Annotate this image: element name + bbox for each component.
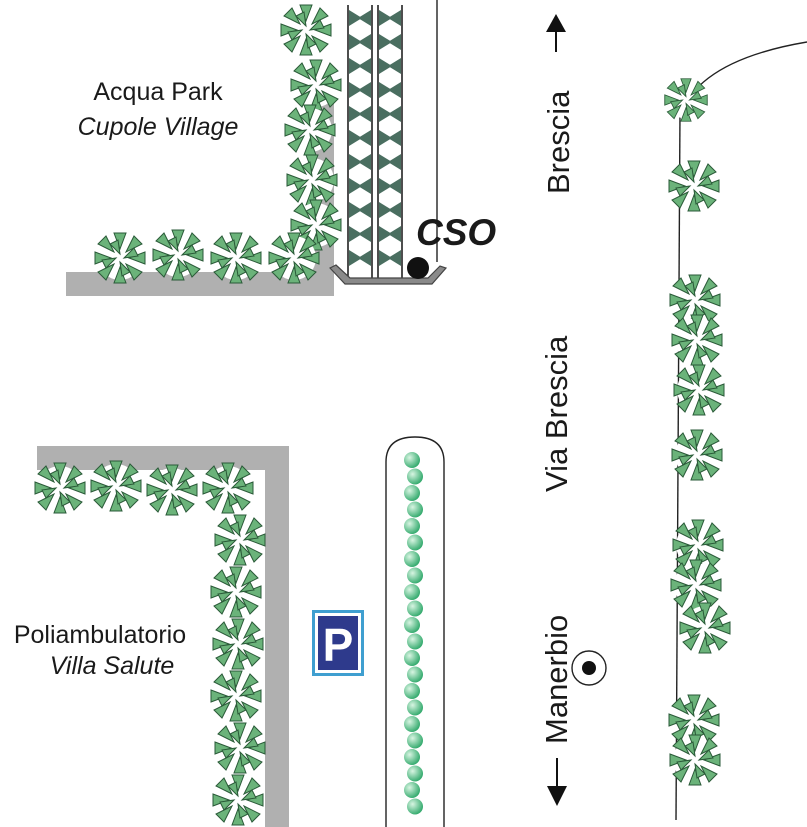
median-bead [404, 683, 420, 699]
median-beads [404, 452, 423, 815]
poliambulatorio-subtitle: Villa Salute [50, 652, 175, 680]
median-bead [404, 749, 420, 765]
acqua-park-subtitle: Cupole Village [78, 113, 239, 141]
median-bead [404, 551, 420, 567]
arrow-down-icon [547, 758, 567, 806]
median-bead [407, 732, 423, 749]
median-bead [404, 518, 420, 534]
parking-letter: P [323, 619, 354, 671]
poliambulatorio-name: Poliambulatorio [14, 621, 186, 649]
median-bead [407, 633, 423, 650]
cso-dot[interactable] [407, 257, 429, 279]
canal-fence [329, 0, 448, 285]
median-bead [407, 501, 423, 518]
cso-label: CSO [416, 212, 496, 253]
median-bead [407, 534, 423, 551]
median-bead [407, 468, 423, 485]
median-bead [407, 765, 423, 782]
parking-sign-icon[interactable]: P [312, 610, 364, 676]
median-bead [404, 617, 420, 633]
median-bead [404, 452, 420, 468]
median-bead [407, 666, 423, 683]
acqua-park-name: Acqua Park [93, 78, 223, 106]
median-bead [407, 567, 423, 584]
median-bead [404, 485, 420, 501]
median-bead [404, 716, 420, 732]
acqua-park-hedge [94, 4, 342, 284]
median-bead [407, 699, 423, 716]
arrow-up-icon [546, 14, 566, 52]
poliambulatorio-wall-vertical [265, 446, 289, 827]
median-bead [404, 650, 420, 666]
roadside-hedge [664, 78, 731, 786]
median-bead [404, 584, 420, 600]
road-label-manerbio: Manerbio [539, 615, 574, 744]
poliambulatorio-wall [37, 446, 289, 470]
road-label-via-brescia: Via Brescia [539, 335, 574, 492]
median-bead [407, 798, 423, 815]
road-label-brescia: Brescia [541, 90, 576, 194]
location-marker-icon[interactable] [571, 650, 607, 686]
median-bead [407, 600, 423, 617]
median-bead [404, 782, 420, 798]
